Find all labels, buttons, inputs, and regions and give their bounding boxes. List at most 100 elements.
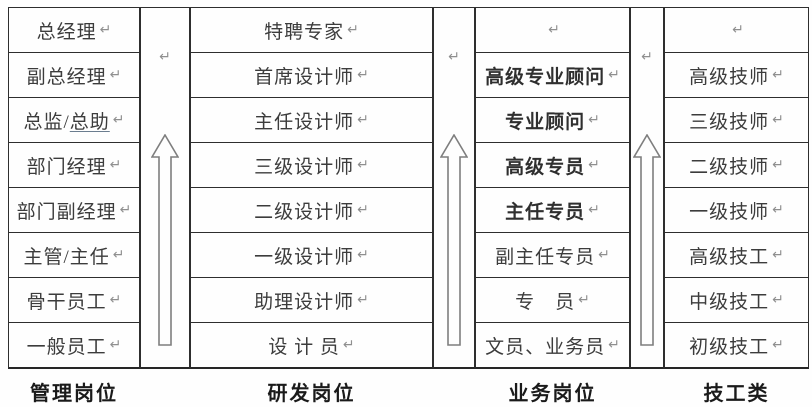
position-cell: 专 员↵ xyxy=(476,278,629,323)
paragraph-return-icon: ↵ xyxy=(588,112,600,128)
position-cell: 主管/主任↵ xyxy=(9,233,139,278)
position-title: 首席设计师 xyxy=(254,66,355,88)
position-title: 总经理 xyxy=(36,21,97,43)
paragraph-return-icon: ↵ xyxy=(772,247,784,263)
position-cell: 一级设计师↵ xyxy=(191,233,432,278)
upward-promotion-arrow-icon xyxy=(633,134,661,346)
position-title: 主管/主任 xyxy=(23,246,110,268)
position-title: 二级设计师 xyxy=(254,201,355,223)
paragraph-return-icon: ↵ xyxy=(119,202,132,218)
paragraph-return-icon: ↵ xyxy=(772,67,784,83)
position-cell: 文员、业务员↵ xyxy=(476,323,629,367)
position-title: 专业顾问 xyxy=(505,111,586,133)
paragraph-return-icon: ↵ xyxy=(772,337,784,353)
paragraph-return-icon: ↵ xyxy=(548,22,560,38)
position-cell: 设 计 员↵ xyxy=(191,323,432,367)
paragraph-return-icon: ↵ xyxy=(357,247,369,263)
paragraph-return-icon: ↵ xyxy=(641,49,653,65)
position-cell: ↵ xyxy=(476,8,629,53)
ladder-table: 总经理↵副总经理↵总监/总助↵部门经理↵部门副经理↵主管/主任↵骨干员工↵一般员… xyxy=(8,7,809,369)
position-title: 中级技工 xyxy=(689,291,770,313)
paragraph-return-icon: ↵ xyxy=(347,22,359,38)
position-title: 部门经理 xyxy=(26,156,107,178)
label-technical: 技工类 xyxy=(703,383,770,405)
column-technical-positions: ↵高级技师↵三级技师↵二级技师↵一级技师↵高级技工↵中级技工↵初级技工↵ xyxy=(664,7,809,369)
paragraph-return-icon: ↵ xyxy=(732,22,744,38)
paragraph-return-icon: ↵ xyxy=(109,157,122,173)
column-rnd-positions: 特聘专家↵首席设计师↵主任设计师↵三级设计师↵二级设计师↵一级设计师↵助理设计师… xyxy=(190,7,433,369)
paragraph-return-icon: ↵ xyxy=(448,49,460,65)
position-cell: 部门经理↵ xyxy=(9,143,139,188)
column-management-positions: 总经理↵副总经理↵总监/总助↵部门经理↵部门副经理↵主管/主任↵骨干员工↵一般员… xyxy=(8,7,140,369)
position-cell: 高级技工↵ xyxy=(665,233,808,278)
label-rnd: 研发岗位 xyxy=(267,383,356,405)
column-business-positions: ↵高级专业顾问↵专业顾问↵高级专员↵主任专员↵副主任专员↵专 员↵文员、业务员↵ xyxy=(475,7,630,369)
paragraph-return-icon: ↵ xyxy=(357,202,369,218)
position-cell: 主任专员↵ xyxy=(476,188,629,233)
position-cell: 主任设计师↵ xyxy=(191,98,432,143)
position-cell: 首席设计师↵ xyxy=(191,53,432,98)
position-cell: 特聘专家↵ xyxy=(191,8,432,53)
paragraph-return-icon: ↵ xyxy=(109,337,122,353)
position-title: 专 员 xyxy=(515,291,576,313)
paragraph-return-icon: ↵ xyxy=(357,67,369,83)
position-title: 高级专员 xyxy=(505,156,586,178)
paragraph-return-icon: ↵ xyxy=(608,337,620,353)
paragraph-return-icon: ↵ xyxy=(112,247,125,263)
position-title: 副总经理 xyxy=(26,66,107,88)
paragraph-return-icon: ↵ xyxy=(357,292,369,308)
position-cell: 总监/总助↵ xyxy=(9,98,139,143)
paragraph-return-icon: ↵ xyxy=(578,292,590,308)
position-cell: 二级设计师↵ xyxy=(191,188,432,233)
upward-promotion-arrow-icon xyxy=(151,134,179,346)
position-title: 高级技工 xyxy=(689,246,770,268)
paragraph-return-icon: ↵ xyxy=(608,67,620,83)
position-cell: 骨干员工↵ xyxy=(9,278,139,323)
position-cell: 副总经理↵ xyxy=(9,53,139,98)
position-cell: 三级设计师↵ xyxy=(191,143,432,188)
paragraph-return-icon: ↵ xyxy=(772,202,784,218)
position-title: 三级技师 xyxy=(689,111,770,133)
position-title: 部门副经理 xyxy=(16,201,117,223)
position-cell: 总经理↵ xyxy=(9,8,139,53)
paragraph-return-icon: ↵ xyxy=(342,337,355,353)
position-cell: 助理设计师↵ xyxy=(191,278,432,323)
position-cell: 中级技工↵ xyxy=(665,278,808,323)
position-title: 骨干员工 xyxy=(26,291,107,313)
paragraph-return-icon: ↵ xyxy=(357,157,369,173)
position-cell: 专业顾问↵ xyxy=(476,98,629,143)
position-title: 总监/总助 xyxy=(23,111,110,133)
position-cell: 初级技工↵ xyxy=(665,323,808,367)
position-title: 主任设计师 xyxy=(254,111,355,133)
position-title: 设 计 员 xyxy=(268,336,340,358)
paragraph-return-icon: ↵ xyxy=(99,22,112,38)
position-title: 一般员工 xyxy=(26,336,107,358)
paragraph-return-icon: ↵ xyxy=(112,112,125,128)
position-title: 文员、业务员 xyxy=(485,336,606,358)
position-cell: 二级技师↵ xyxy=(665,143,808,188)
position-cell: ↵ xyxy=(665,8,808,53)
position-cell: 一般员工↵ xyxy=(9,323,139,367)
position-cell: 一级技师↵ xyxy=(665,188,808,233)
position-title: 高级技师 xyxy=(689,66,770,88)
position-title: 高级专业顾问 xyxy=(485,66,606,88)
position-cell: 高级专业顾问↵ xyxy=(476,53,629,98)
position-title: 副主任专员 xyxy=(495,246,596,268)
upward-promotion-arrow-icon xyxy=(440,134,468,346)
paragraph-return-icon: ↵ xyxy=(772,157,784,173)
position-title: 一级技师 xyxy=(689,201,770,223)
paragraph-return-icon: ↵ xyxy=(588,157,600,173)
column-labels-row: 管理岗位 研发岗位 业务岗位 技工类 xyxy=(8,377,809,406)
promotion-arrow-column-3: ↵ xyxy=(630,7,664,369)
promotion-arrow-column-2: ↵ xyxy=(433,7,475,369)
paragraph-return-icon: ↵ xyxy=(109,67,122,83)
position-title: 二级技师 xyxy=(689,156,770,178)
paragraph-return-icon: ↵ xyxy=(159,49,171,65)
paragraph-return-icon: ↵ xyxy=(357,112,369,128)
position-cell: 部门副经理↵ xyxy=(9,188,139,233)
position-cell: 副主任专员↵ xyxy=(476,233,629,278)
position-title: 主任专员 xyxy=(505,201,586,223)
label-management: 管理岗位 xyxy=(30,383,118,405)
position-cell: 三级技师↵ xyxy=(665,98,808,143)
